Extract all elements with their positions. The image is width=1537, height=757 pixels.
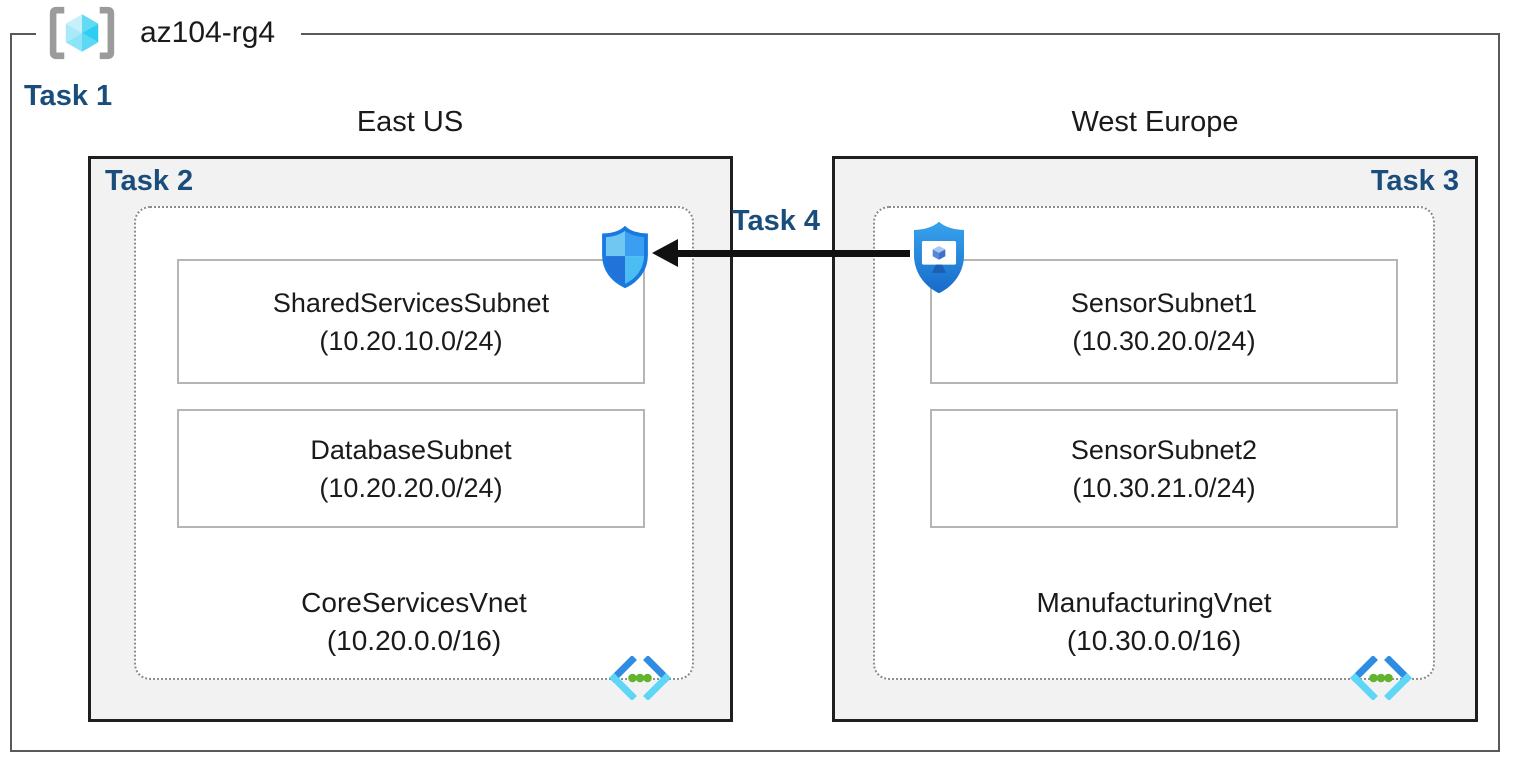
vnet-name: ManufacturingVnet bbox=[1036, 587, 1272, 618]
resource-group-boundary bbox=[10, 33, 1500, 752]
region-title-east-us: East US bbox=[356, 106, 464, 138]
task3-label: Task 3 bbox=[1370, 165, 1459, 197]
virtual-network-icon bbox=[1347, 656, 1415, 700]
subnet-box-sharedservices: SharedServicesSubnet (10.20.10.0/24) bbox=[177, 259, 645, 384]
subnet-name: SensorSubnet2 bbox=[1070, 434, 1258, 465]
security-shield-icon bbox=[596, 226, 654, 288]
region-title-west-europe: West Europe bbox=[1071, 106, 1239, 138]
task1-label: Task 1 bbox=[24, 80, 113, 112]
peering-arrow-line bbox=[676, 250, 910, 257]
subnet-cidr: (10.30.21.0/24) bbox=[1072, 472, 1256, 503]
subnet-cidr: (10.20.20.0/24) bbox=[319, 472, 503, 503]
bastion-icon bbox=[906, 219, 972, 296]
region-box-east-us: Task 2 SharedServicesSubnet (10.20.10.0/… bbox=[88, 156, 733, 722]
vnet-cidr: (10.20.0.0/16) bbox=[326, 625, 502, 656]
peering-arrow-head bbox=[652, 239, 678, 267]
subnet-box-sensor2: SensorSubnet2 (10.30.21.0/24) bbox=[930, 409, 1398, 528]
subnet-name: SharedServicesSubnet bbox=[272, 287, 550, 318]
resource-group-header: az104-rg4 bbox=[36, 2, 302, 64]
subnet-name: DatabaseSubnet bbox=[310, 434, 512, 465]
subnet-cidr: (10.20.10.0/24) bbox=[319, 325, 503, 356]
task2-label: Task 2 bbox=[105, 165, 194, 197]
vnet-name: CoreServicesVnet bbox=[301, 587, 527, 618]
vnet-cidr: (10.30.0.0/16) bbox=[1066, 625, 1242, 656]
subnet-name: SensorSubnet1 bbox=[1070, 287, 1258, 318]
vnet-label-coreservices: CoreServicesVnet (10.20.0.0/16) bbox=[136, 584, 692, 660]
vnet-box-coreservices: SharedServicesSubnet (10.20.10.0/24) Dat… bbox=[134, 206, 694, 700]
resource-group-name: az104-rg4 bbox=[140, 16, 276, 49]
task4-label: Task 4 bbox=[731, 205, 821, 237]
region-box-west-europe: Task 3 SensorSubnet1 (10.30.20.0/24) Sen… bbox=[832, 156, 1478, 722]
subnet-cidr: (10.30.20.0/24) bbox=[1072, 325, 1256, 356]
virtual-network-icon bbox=[606, 656, 674, 700]
vnet-label-manufacturing: ManufacturingVnet (10.30.0.0/16) bbox=[875, 584, 1433, 660]
subnet-box-sensor1: SensorSubnet1 (10.30.20.0/24) bbox=[930, 259, 1398, 384]
vnet-box-manufacturing: SensorSubnet1 (10.30.20.0/24) SensorSubn… bbox=[873, 206, 1435, 700]
subnet-box-database: DatabaseSubnet (10.20.20.0/24) bbox=[177, 409, 645, 528]
resource-group-icon bbox=[44, 5, 120, 61]
